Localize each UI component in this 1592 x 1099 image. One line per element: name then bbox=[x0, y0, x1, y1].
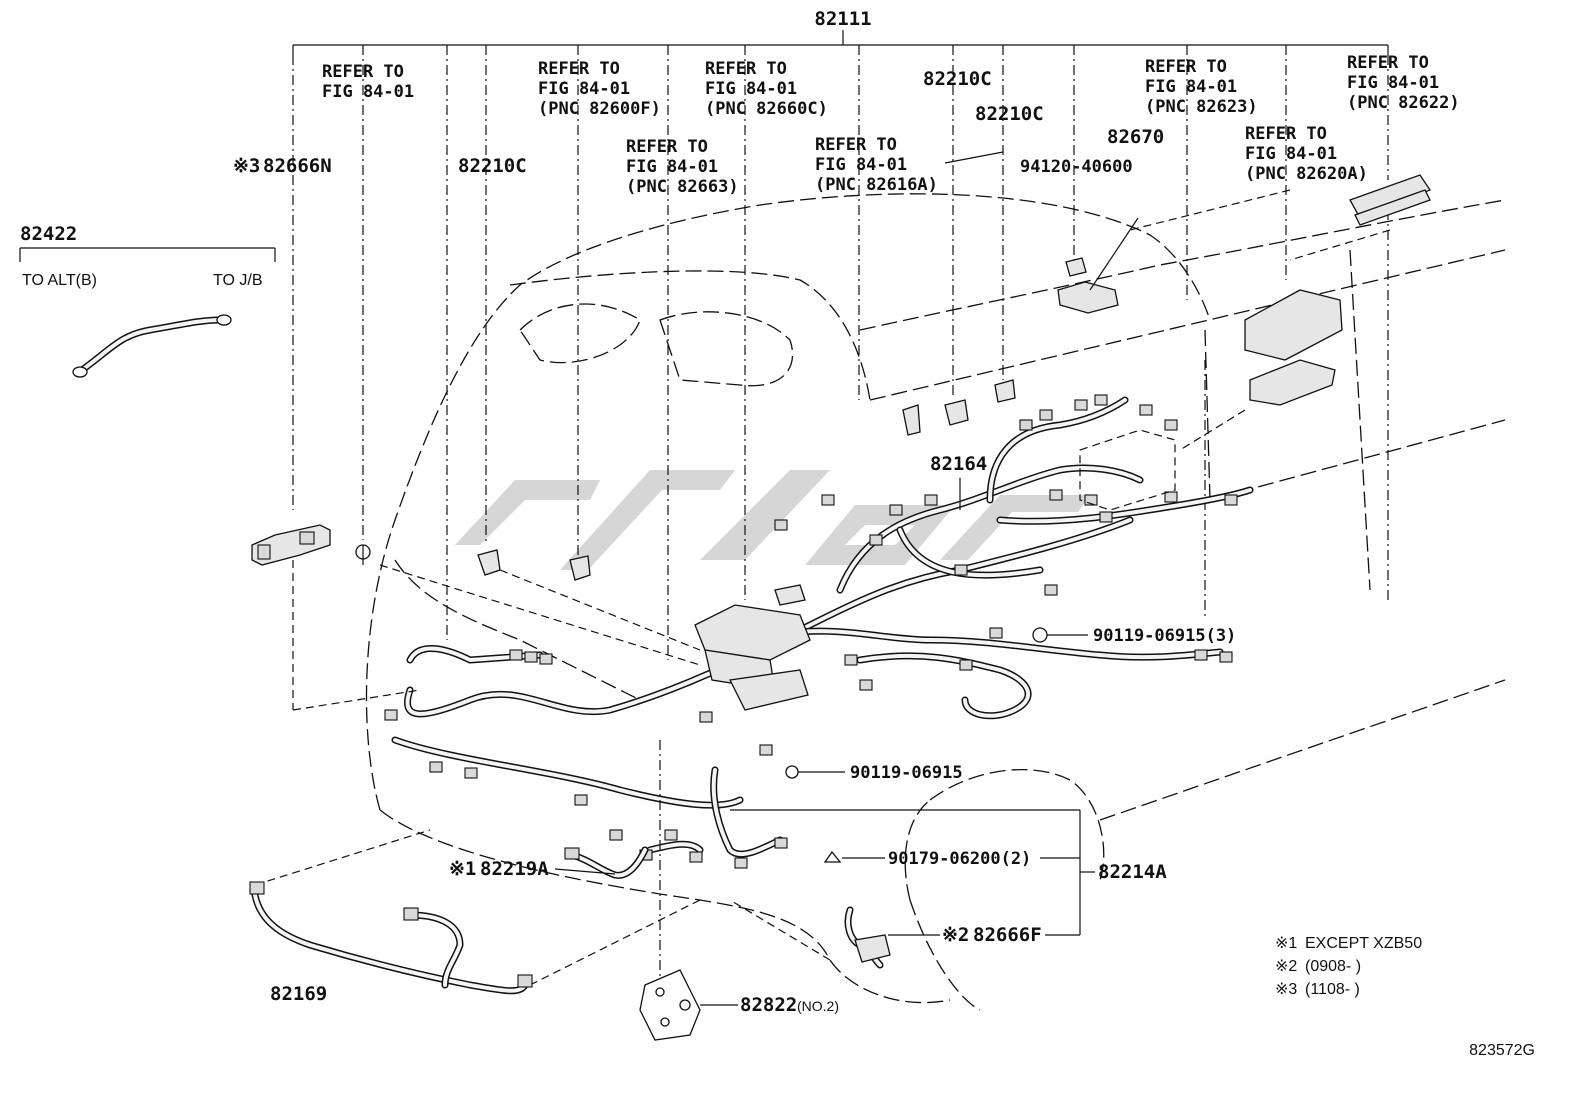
harness-82169: 82169 bbox=[249, 881, 533, 1005]
sub-82666f-mark: ※2 bbox=[942, 924, 969, 946]
diagram-id: 823572G bbox=[1469, 1042, 1535, 1059]
svg-text:REFER TO: REFER TO bbox=[705, 59, 787, 79]
svg-text:(PNC 82660C): (PNC 82660C) bbox=[705, 99, 828, 119]
harness-connectors bbox=[384, 394, 1238, 869]
refer-note-1: REFER TO FIG 84-01 bbox=[322, 62, 414, 102]
svg-text:REFER TO: REFER TO bbox=[626, 137, 708, 157]
svg-text:FIG 84-01: FIG 84-01 bbox=[815, 155, 907, 175]
svg-text:FIG 84-01: FIG 84-01 bbox=[626, 157, 718, 177]
footnote-2-text: (0908- ) bbox=[1305, 958, 1361, 975]
main-harness-leader: 82111 bbox=[292, 8, 1389, 660]
svg-text:FIG 84-01: FIG 84-01 bbox=[322, 82, 414, 102]
refer-note-3: REFER TO FIG 84-01 (PNC 82660C) bbox=[705, 59, 828, 119]
junction-block-part bbox=[694, 584, 811, 711]
refer-note-5: REFER TO FIG 84-01 (PNC 82616A) bbox=[815, 135, 938, 195]
footnote-3-text: (1108- ) bbox=[1305, 981, 1360, 998]
clip-2-callout: 90179-06200(2) bbox=[823, 849, 1031, 869]
harness-82169-label: 82169 bbox=[270, 983, 327, 1005]
footnotes: ※1 EXCEPT XZB50 ※2 (0908- ) ※3 (1108- ) bbox=[1275, 935, 1422, 998]
watermark-logo bbox=[455, 470, 1090, 570]
footnote-1-mark: ※1 bbox=[1275, 935, 1297, 952]
clamp-82600f-part bbox=[569, 555, 591, 581]
svg-text:REFER TO: REFER TO bbox=[1245, 124, 1327, 144]
sub-harness-82219a: ※1 82219A bbox=[449, 846, 649, 880]
svg-text:FIG 84-01: FIG 84-01 bbox=[1347, 73, 1439, 93]
to-alt-label: TO ALT(B) bbox=[22, 272, 97, 289]
sub-82666f-part: ※2 82666F bbox=[844, 906, 1042, 969]
main-harness-label: 82111 bbox=[814, 8, 871, 30]
refer-note-8: REFER TO FIG 84-01 (PNC 82620A) bbox=[1245, 124, 1368, 184]
bracket-82822-label: 82822 bbox=[740, 994, 797, 1016]
harness-82214a-label: 82214A bbox=[1098, 861, 1167, 883]
refer-note-2: REFER TO FIG 84-01 (PNC 82600F) bbox=[538, 59, 661, 119]
svg-text:REFER TO: REFER TO bbox=[538, 59, 620, 79]
svg-text:(PNC 82600F): (PNC 82600F) bbox=[538, 99, 661, 119]
connector-82622-part bbox=[1349, 174, 1431, 226]
clamp-left-part bbox=[477, 549, 501, 576]
clip-82666n-label: 82666N bbox=[263, 155, 332, 177]
bolt-3-label: 90119-06915(3) bbox=[1093, 626, 1236, 646]
terminal-ring-icon bbox=[72, 366, 88, 378]
relay-block-label: 82670 bbox=[1107, 126, 1164, 148]
refer-note-6: REFER TO FIG 84-01 (PNC 82623) bbox=[1145, 57, 1258, 117]
clamp-82616a-part bbox=[902, 404, 921, 436]
bolt-1-callout: 90119-06915 bbox=[785, 763, 963, 783]
clamp-mid-a-part bbox=[944, 399, 969, 426]
battery-cable-label: 82422 bbox=[20, 223, 77, 245]
dashed-assembly-lines bbox=[254, 189, 1391, 986]
svg-text:FIG 84-01: FIG 84-01 bbox=[1145, 77, 1237, 97]
cover-82164-outline: 82164 bbox=[930, 429, 1176, 511]
footnote-2-mark: ※2 bbox=[1275, 958, 1297, 975]
to-jb-label: TO J/B bbox=[213, 272, 263, 289]
bracket-82822-note: (NO.2) bbox=[797, 998, 839, 1014]
clip-82666n-part bbox=[251, 524, 331, 566]
clip-2-label: 90179-06200(2) bbox=[888, 849, 1031, 869]
clip-82666n-mark: ※3 bbox=[233, 155, 260, 177]
clamp-mid-b-part bbox=[994, 379, 1016, 403]
svg-text:(PNC 82622): (PNC 82622) bbox=[1347, 93, 1460, 113]
nut-label: 94120-40600 bbox=[1020, 157, 1133, 177]
clamp-mid-b-label: 82210C bbox=[975, 103, 1044, 125]
refer-note-7: REFER TO FIG 84-01 (PNC 82622) bbox=[1347, 53, 1460, 113]
footnote-1-text: EXCEPT XZB50 bbox=[1305, 935, 1422, 952]
svg-text:REFER TO: REFER TO bbox=[1145, 57, 1227, 77]
svg-text:(PNC 82620A): (PNC 82620A) bbox=[1245, 164, 1368, 184]
svg-text:(PNC 82623): (PNC 82623) bbox=[1145, 97, 1258, 117]
svg-text:REFER TO: REFER TO bbox=[815, 135, 897, 155]
svg-text:FIG 84-01: FIG 84-01 bbox=[705, 79, 797, 99]
fuse-box-part bbox=[1244, 289, 1343, 406]
footnote-3-mark: ※3 bbox=[1275, 981, 1297, 998]
nut-part bbox=[1065, 257, 1087, 277]
svg-text:(PNC 82616A): (PNC 82616A) bbox=[815, 175, 938, 195]
sub-82219a-label: 82219A bbox=[480, 858, 549, 880]
svg-text:FIG 84-01: FIG 84-01 bbox=[538, 79, 630, 99]
vehicle-body-outline bbox=[365, 193, 1506, 1011]
terminal-ring-icon bbox=[216, 314, 232, 326]
svg-text:REFER TO: REFER TO bbox=[1347, 53, 1429, 73]
harness-82214a-callout: 82214A bbox=[730, 809, 1167, 936]
bolt-3-callout: 90119-06915(3) bbox=[1032, 626, 1236, 646]
relay-block-part bbox=[1057, 217, 1139, 314]
svg-text:(PNC 82663): (PNC 82663) bbox=[626, 177, 739, 197]
svg-text:REFER TO: REFER TO bbox=[322, 62, 404, 82]
battery-cable-group: 82422 TO ALT(B) TO J/B bbox=[19, 223, 276, 378]
sub-82666f-label: 82666F bbox=[973, 924, 1042, 946]
svg-text:FIG 84-01: FIG 84-01 bbox=[1245, 144, 1337, 164]
clamp-left-label: 82210C bbox=[458, 155, 527, 177]
sub-82219a-mark: ※1 bbox=[449, 858, 476, 880]
cover-82164-label: 82164 bbox=[930, 453, 987, 475]
clamp-mid-a-label: 82210C bbox=[923, 68, 992, 90]
bolt-part bbox=[355, 544, 371, 565]
refer-note-4: REFER TO FIG 84-01 (PNC 82663) bbox=[626, 137, 739, 197]
bracket-82822-part: 82822 (NO.2) bbox=[639, 969, 839, 1041]
bolt-1-label: 90119-06915 bbox=[850, 763, 963, 783]
